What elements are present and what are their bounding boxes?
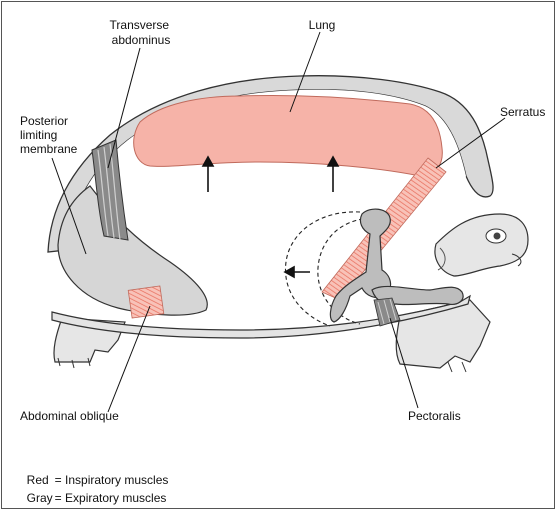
abdominal-oblique-muscle [127, 285, 165, 319]
pectoral-girdle-motion [284, 211, 371, 327]
turtle-head [434, 213, 529, 277]
legend-key-red: Red [26, 473, 49, 487]
legend-desc-expiratory: = Expiratory muscles [54, 491, 167, 505]
label-abdominal-oblique: Abdominal oblique [20, 409, 119, 423]
legend-key-gray: Gray [26, 491, 53, 505]
lung [133, 94, 443, 177]
girdle-arrow [283, 265, 310, 279]
inspiration-arrows [201, 155, 340, 192]
legend-desc-inspiratory: = Inspiratory muscles [54, 473, 169, 487]
label-posterior-limiting-membrane: Posterior limiting membrane [20, 114, 78, 156]
legend-row-expiratory: Gray= Expiratory muscles [20, 477, 167, 505]
leader-lines [51, 31, 506, 413]
pectoralis-muscle [373, 297, 401, 327]
posterior-limiting-membrane [57, 185, 208, 316]
label-pectoralis: Pectoralis [408, 409, 461, 423]
plastron [51, 294, 471, 339]
label-transverse-abdominus: Transverse abdominus [110, 18, 173, 47]
legend-row-inspiratory: Red = Inspiratory muscles [20, 459, 169, 487]
label-lung: Lung [309, 18, 336, 32]
label-serratus: Serratus [500, 105, 545, 119]
transverse-abdominus-muscle [91, 139, 129, 241]
